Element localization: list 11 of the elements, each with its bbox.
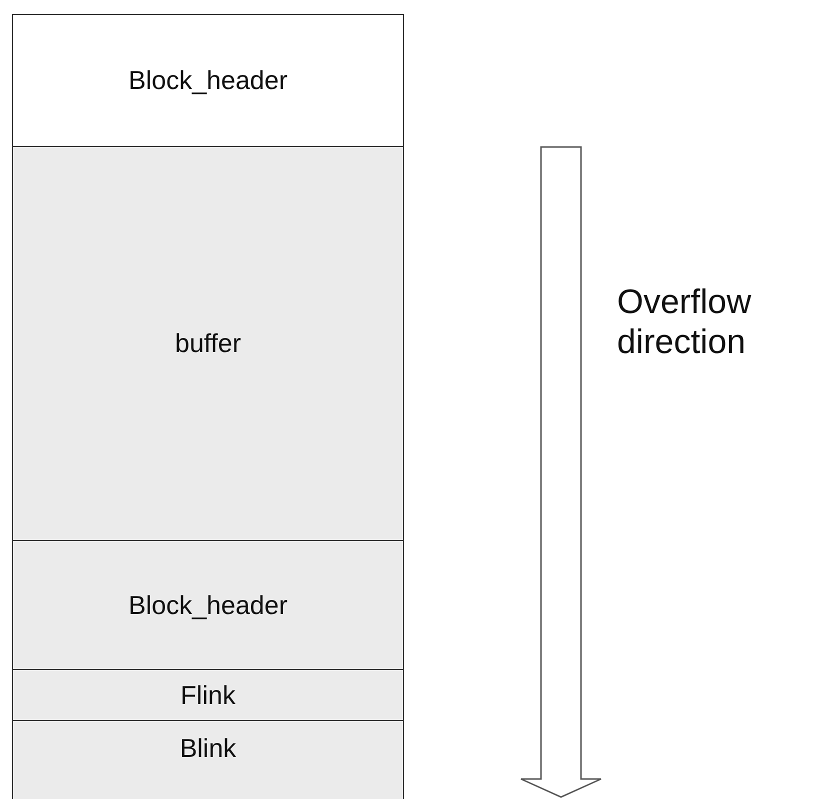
block-label: Block_header — [128, 65, 288, 96]
memory-block — [12, 14, 404, 147]
memory-block — [12, 540, 404, 670]
block-label: Block_header — [128, 590, 288, 620]
memory-block — [12, 669, 404, 721]
memory-block — [12, 146, 404, 541]
direction-label: Overflow direction — [617, 282, 752, 362]
memory-block — [12, 720, 404, 799]
block-label: Flink — [180, 680, 236, 710]
block-label: Blink — [180, 733, 236, 764]
block-label: buffer — [174, 328, 241, 359]
